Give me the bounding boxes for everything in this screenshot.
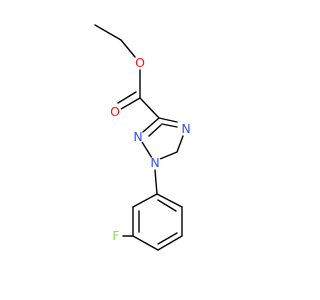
bond-ch3-ch2 [94,24,122,41]
bond-phenyl-4-5-double-b [157,232,178,245]
bond-c3-n4-double-a [158,117,178,123]
bond-c-o-double-b [117,91,137,104]
bond-phenyl-6-1-double-a [156,193,183,208]
bond-n1-phenyl [154,169,158,195]
atom-label-n2: N [133,129,142,144]
bond-layer [94,24,184,251]
bond-c5-n1 [159,151,178,160]
bond-phenyl-6-1-double-b [157,199,177,212]
bond-c3-n4-double-b [161,123,178,128]
bond-c-carbonyl-c3 [139,97,160,119]
atom-label-n4: N [181,121,190,136]
bond-n2-c3-double-a [142,117,160,133]
atom-o-ether: O [133,55,147,70]
bond-n2-c3-double-b [148,124,162,137]
atom-label-o-carbonyl: O [110,104,120,119]
atom-f: F [109,228,123,243]
canvas-background [0,0,300,300]
atom-n4: N [179,121,193,136]
bond-phenyl-3-4 [132,235,159,251]
atom-n1: N [148,155,162,170]
atom-label-o-ether: O [135,55,145,70]
bond-c-o-double-a [120,97,141,110]
atom-label-n1: N [150,155,159,170]
bond-n1-n2 [141,141,153,159]
bond-n4-c5 [176,135,184,153]
atom-o-carbonyl: O [108,104,122,119]
bond-phenyl-4-5-double-a [157,235,183,251]
atom-label-layer: O O N N N F [108,55,193,243]
bond-ch2-o-ether [120,39,136,58]
atom-label-f: F [112,228,119,243]
atom-n2: N [131,129,145,144]
bond-phenyl-1-2 [132,193,158,208]
molecule-structure: O O N N N F [0,0,300,300]
